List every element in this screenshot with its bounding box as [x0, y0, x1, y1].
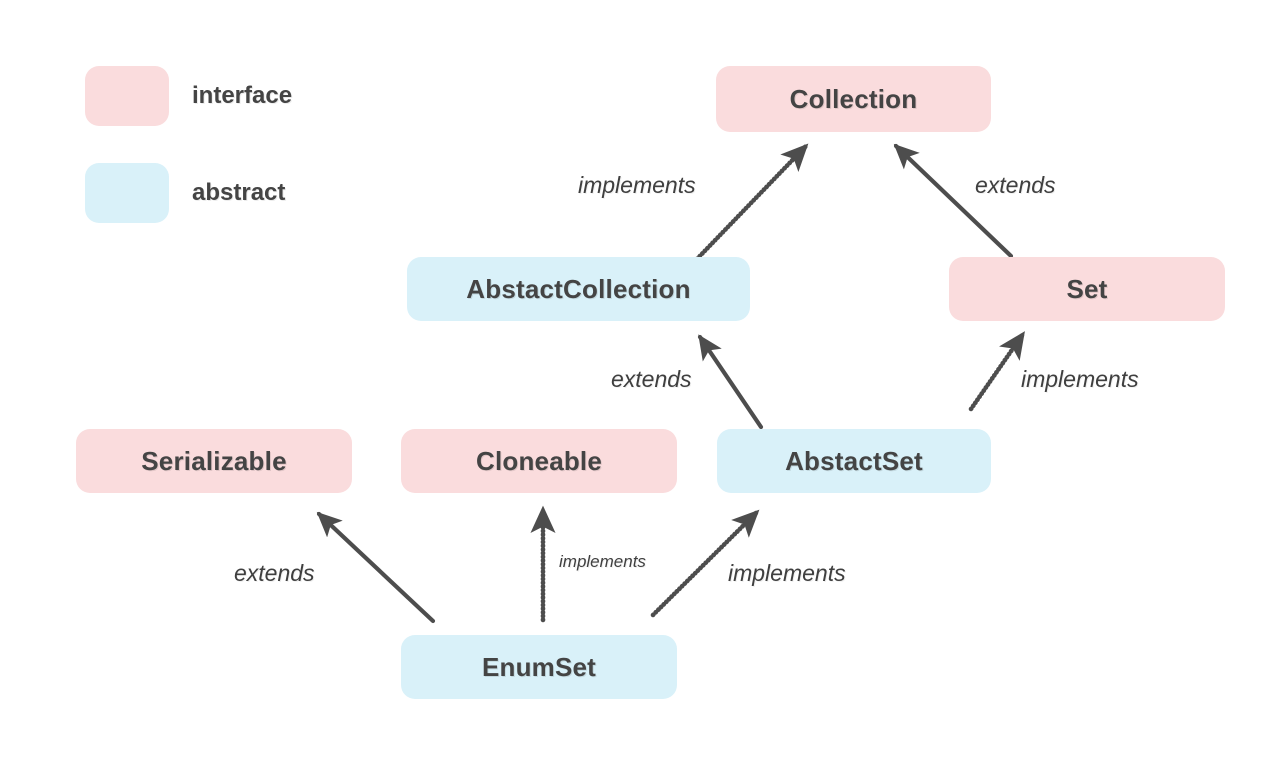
edge-implements-abstactcollection-to-collection	[694, 143, 809, 262]
legend-swatch-abstract	[85, 163, 169, 223]
edge-label-enumset-implements-cloneable: implements	[559, 552, 646, 571]
class-node-label: AbstactCollection	[466, 273, 691, 304]
class-node-abstactset[interactable]: AbstactSet	[717, 429, 991, 493]
edge-extends-set-to-collection	[893, 143, 1014, 259]
class-node-label: Serializable	[141, 445, 287, 476]
class-node-label: AbstactSet	[785, 445, 923, 476]
class-node-label: EnumSet	[481, 651, 597, 682]
class-node-cloneable[interactable]: Cloneable	[401, 429, 677, 493]
class-node-abstactcollection[interactable]: AbstactCollection	[407, 257, 750, 321]
edge-label-enumset-extends-serializable: extends	[234, 560, 315, 586]
class-node-enumset[interactable]: EnumSet	[401, 635, 677, 699]
class-node-label: Collection	[789, 83, 918, 114]
class-node-label: Set	[1066, 273, 1108, 304]
edge-label-abstactcollection-implements-collection: implements	[578, 172, 696, 198]
legend-label-abstract: abstract	[192, 179, 286, 206]
edge-label-abstactset-implements-set: implements	[1021, 366, 1139, 392]
class-node-set[interactable]: Set	[949, 257, 1225, 321]
edge-implements-abstactset-to-set	[968, 331, 1026, 412]
edge-extends-enumset-to-serializable	[316, 511, 436, 624]
legend-swatch-interface	[85, 66, 169, 126]
edge-extends-abstactset-to-abstactcollection	[697, 334, 764, 430]
edge-label-abstactset-extends-abstactcollection: extends	[611, 366, 692, 392]
class-node-collection[interactable]: Collection	[716, 66, 991, 132]
legend-label-interface: interface	[192, 82, 293, 109]
class-node-serializable[interactable]: Serializable	[76, 429, 352, 493]
edge-label-enumset-implements-abstactset: implements	[728, 560, 846, 586]
class-node-label: Cloneable	[475, 445, 603, 476]
edge-label-set-extends-collection: extends	[975, 172, 1056, 198]
